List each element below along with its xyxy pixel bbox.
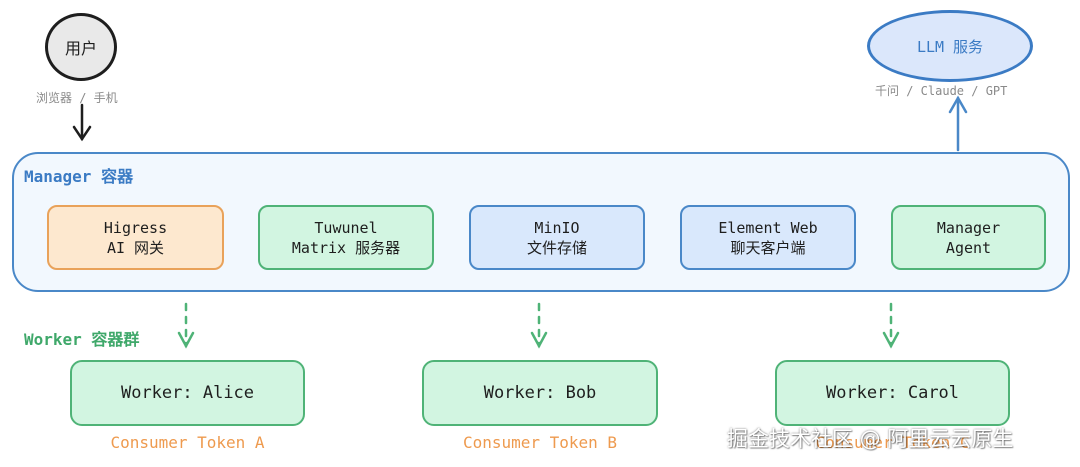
component-role: AI 网关 [106,238,165,257]
manager-to-llm-arrow [948,95,968,152]
manager-agent-node: Manager Agent [891,205,1046,270]
user-to-manager-arrow [72,103,92,142]
user-label: 用户 [64,39,97,58]
user-node: 用户 [45,13,117,81]
llm-caption: 千问 / Claude / GPT [875,84,1008,98]
llm-service-node: LLM 服务 [867,10,1033,82]
user-caption: 浏览器 / 手机 [36,91,118,105]
manager-to-carol-arrow [882,302,900,349]
component-name: MinIO [534,218,580,237]
worker-carol-node: Worker: Carol [775,360,1010,426]
worker-label: Worker: Bob [483,383,597,403]
worker-alice-node: Worker: Alice [70,360,305,426]
worker-bob-node: Worker: Bob [422,360,658,426]
manager-to-alice-arrow [177,302,195,349]
higress-ai-gateway-node: Higress AI 网关 [47,205,224,270]
tuwunel-matrix-server-node: Tuwunel Matrix 服务器 [258,205,434,270]
manager-container-title: Manager 容器 [24,167,134,186]
component-name: Higress [103,218,168,237]
element-web-chat-client-node: Element Web 聊天客户端 [680,205,856,270]
component-name: Manager [936,218,1001,237]
worker-label: Worker: Carol [825,383,960,403]
llm-label: LLM 服务 [916,37,984,56]
component-role: 文件存储 [526,238,587,257]
component-role: 聊天客户端 [730,238,806,257]
consumer-token-c: Consumer Token C [815,433,970,452]
manager-to-bob-arrow [530,302,548,349]
watermark: 掘金技术社区 @ 阿里云云原生 [727,427,1014,451]
component-role: Agent [945,238,992,257]
worker-label: Worker: Alice [120,383,255,403]
consumer-token-a: Consumer Token A [110,433,265,452]
consumer-token-b: Consumer Token B [462,433,618,452]
minio-file-storage-node: MinIO 文件存储 [469,205,645,270]
component-role: Matrix 服务器 [291,238,401,257]
worker-group-label: Worker 容器群 [24,330,140,349]
component-name: Tuwunel [314,218,378,237]
component-name: Element Web [718,218,818,237]
